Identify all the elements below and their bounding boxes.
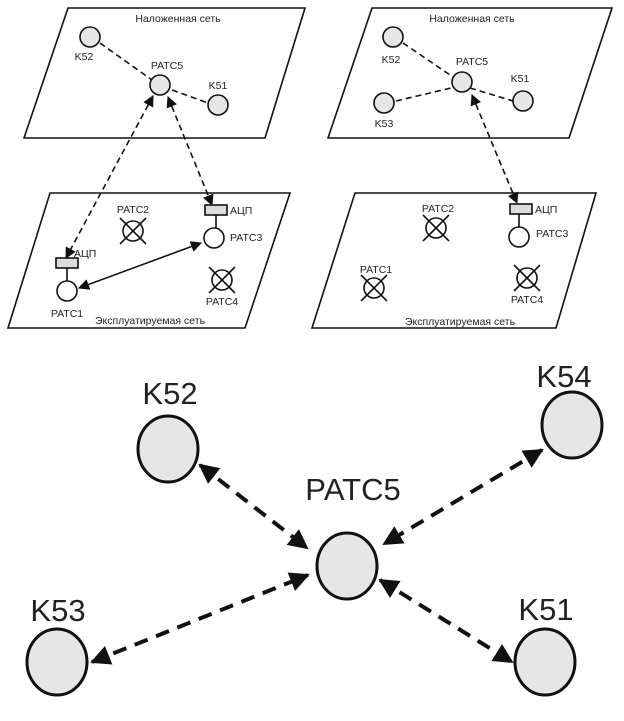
- node-k51-label: K51: [209, 80, 228, 92]
- star-node-k54: [540, 390, 604, 460]
- node-k52-label-right: K52: [382, 54, 401, 66]
- link-k52-ratc5-right: [402, 42, 454, 78]
- left-panel: Наложенная сеть K52 РАТС5 K51 Эксплуатир…: [6, 7, 307, 329]
- star-node-ratc5-label: РАТС5: [305, 472, 400, 507]
- node-ratc3-right: [508, 226, 530, 248]
- node-ratc3-label: РАТС3: [230, 232, 262, 244]
- overlay-network-title-right: Наложенная сеть: [429, 13, 515, 25]
- star-node-k52-label: K52: [142, 376, 197, 411]
- node-ratc1-label: РАТС1: [51, 308, 83, 320]
- adc-ratc3: [204, 204, 228, 216]
- node-ratc5: [149, 74, 171, 96]
- base-network-title-right: Эксплуатируемая сеть: [405, 316, 516, 328]
- link-ratc5-adc1: [65, 95, 154, 259]
- link-ratc5-k51-star: [378, 578, 514, 664]
- node-ratc4-label: РАТС4: [206, 296, 238, 308]
- overlay-network-plane-right: [326, 7, 614, 139]
- node-ratc5-label-right: РАТС5: [456, 56, 488, 68]
- node-ratc1-failed-right: [360, 274, 388, 302]
- star-node-k54-label: K54: [536, 359, 591, 394]
- link-k53-ratc5-star: [90, 572, 310, 665]
- star-node-ratc5: [315, 531, 379, 601]
- base-network-title: Эксплуатируемая сеть: [95, 315, 206, 327]
- node-ratc2-failed: [119, 217, 147, 245]
- node-ratc4-failed-right: [513, 264, 541, 292]
- star-node-k51: [513, 627, 577, 697]
- node-ratc3: [203, 227, 225, 249]
- node-k51-label-right: K51: [511, 73, 530, 85]
- node-ratc2-label: РАТС2: [117, 204, 149, 216]
- node-ratc4-failed: [208, 266, 236, 294]
- overlay-network-title: Наложенная сеть: [135, 13, 221, 25]
- node-ratc1-label-right: РАТС1: [360, 264, 392, 276]
- adc-ratc1-label: АЦП: [74, 248, 96, 260]
- adc-ratc3-right: [509, 203, 533, 215]
- star-node-k52: [136, 414, 200, 484]
- node-k51-right: [512, 90, 534, 112]
- node-ratc2-label-right: РАТС2: [422, 203, 454, 215]
- link-k52-ratc5-star: [198, 463, 309, 550]
- node-k52: [79, 26, 101, 48]
- link-k54-ratc5-star: [382, 448, 544, 546]
- node-k53-label-right: K53: [375, 118, 394, 130]
- star-topology: K52 K54 РАТС5 K53 K51: [25, 359, 604, 697]
- node-k52-right: [382, 26, 404, 48]
- overlay-network-plane: [22, 7, 307, 139]
- node-ratc5-right: [451, 71, 473, 93]
- link-k52-ratc5: [99, 42, 153, 81]
- link-ratc1-ratc3: [77, 241, 203, 290]
- node-ratc3-label-right: РАТС3: [536, 228, 568, 240]
- node-ratc5-label: РАТС5: [151, 60, 183, 72]
- star-node-k53: [25, 627, 89, 697]
- right-panel: Наложенная сеть K52 РАТС5 K51 K53 Эксплу…: [310, 7, 614, 329]
- star-node-k53-label: K53: [30, 593, 85, 628]
- node-k52-label: K52: [75, 51, 94, 63]
- node-ratc4-label-right: РАТС4: [511, 294, 543, 306]
- star-node-k51-label: K51: [518, 592, 573, 627]
- node-k53-right: [373, 92, 395, 114]
- node-ratc1: [56, 280, 78, 302]
- node-ratc2-failed-right: [422, 214, 450, 242]
- adc-ratc3-label: АЦП: [230, 205, 252, 217]
- node-k51: [207, 94, 229, 116]
- adc-ratc3-label-right: АЦП: [535, 204, 557, 216]
